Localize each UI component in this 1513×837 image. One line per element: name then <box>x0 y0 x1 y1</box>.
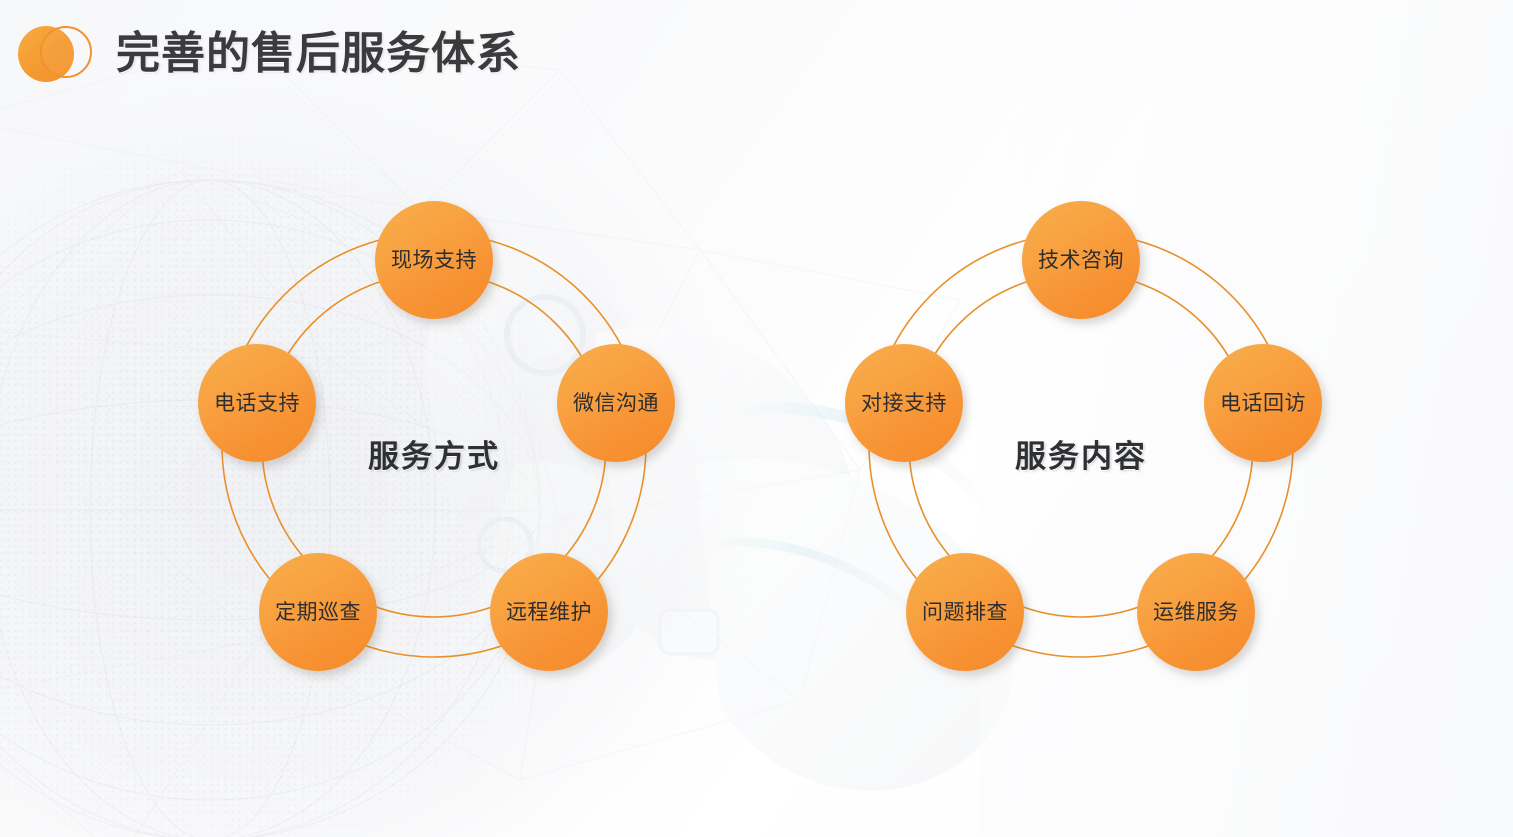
node-wenti-paicha[interactable]: 问题排查 <box>906 553 1024 671</box>
node-label: 运维服务 <box>1153 600 1239 624</box>
node-label: 对接支持 <box>861 391 947 415</box>
node-xianchang-zhichi[interactable]: 现场支持 <box>375 201 493 319</box>
diagram-service-content: 服务内容 技术咨询 电话回访 运维服务 问题排查 对接支持 <box>845 195 1322 695</box>
node-duijie-zhichi[interactable]: 对接支持 <box>845 344 963 462</box>
node-weixin-goutong[interactable]: 微信沟通 <box>557 344 675 462</box>
node-label: 技术咨询 <box>1038 248 1124 272</box>
node-dianhua-huifang[interactable]: 电话回访 <box>1204 344 1322 462</box>
node-label: 定期巡查 <box>275 600 361 624</box>
node-label: 微信沟通 <box>573 391 659 415</box>
hub-label-right: 服务内容 <box>1015 439 1147 474</box>
page-title: 完善的售后服务体系 <box>116 29 521 78</box>
node-label: 电话回访 <box>1220 391 1306 415</box>
robot-hand-decor <box>425 238 1013 791</box>
node-label: 问题排查 <box>922 600 1008 624</box>
node-yunwei-fuwu[interactable]: 运维服务 <box>1137 553 1255 671</box>
slide-header: 完善的售后服务体系 <box>0 0 1513 108</box>
hub-label-left: 服务方式 <box>368 439 500 474</box>
logo <box>18 26 96 82</box>
node-label: 现场支持 <box>391 248 477 272</box>
node-dianhua-zhichi[interactable]: 电话支持 <box>198 344 316 462</box>
node-yuancheng-weihu[interactable]: 远程维护 <box>490 553 608 671</box>
node-label: 远程维护 <box>506 600 592 624</box>
circle-outline-icon <box>40 26 92 78</box>
node-dingqi-xuncha[interactable]: 定期巡查 <box>259 553 377 671</box>
diagram-service-methods: 服务方式 现场支持 微信沟通 远程维护 定期巡查 电话支持 <box>198 195 675 695</box>
node-jishu-zixun[interactable]: 技术咨询 <box>1022 201 1140 319</box>
node-label: 电话支持 <box>214 391 300 415</box>
